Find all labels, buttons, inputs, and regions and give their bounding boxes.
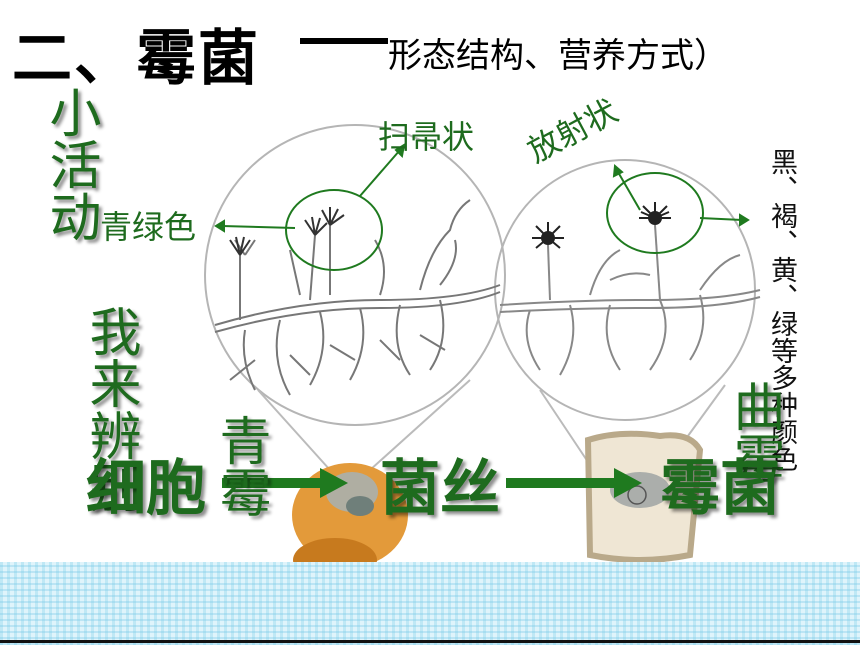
flow-hypha: 菌丝	[380, 454, 500, 524]
broom-label: 扫帚状	[378, 118, 475, 156]
colors-label: 黑、褐、黄、绿等多种颜色	[766, 148, 797, 472]
pointer-arrows	[214, 142, 750, 233]
right-magnifier-circle	[494, 159, 756, 421]
broom-highlight-circle	[285, 189, 383, 271]
flow-mold: 霉菌	[660, 454, 780, 524]
flow-aspergillus: 曲霉	[724, 380, 784, 484]
broom-heads	[229, 207, 345, 256]
cyan-green-label: 青绿色	[100, 208, 197, 246]
bottom-decor-strip-overlay	[0, 562, 860, 645]
bottom-decor-strip	[0, 562, 860, 645]
bottom-baseline	[0, 640, 860, 643]
radial-heads	[532, 202, 671, 249]
right-hyphae	[499, 224, 761, 376]
flow-penicillium: 青霉	[210, 414, 270, 518]
distinguish-label: 我来辨别	[80, 305, 140, 513]
radial-highlight-circle	[606, 172, 704, 254]
title-dash	[300, 38, 388, 44]
activity-label: 小活动	[40, 86, 100, 242]
page-subtitle: 形态结构、营养方式）	[388, 36, 728, 76]
page-title: 二、霉菌	[12, 24, 260, 94]
flow-arrows	[222, 468, 642, 498]
left-hyphae	[214, 199, 501, 396]
bread-slice	[584, 430, 704, 563]
left-magnifier-circle	[204, 124, 506, 426]
flow-cell: 细胞	[86, 454, 206, 524]
